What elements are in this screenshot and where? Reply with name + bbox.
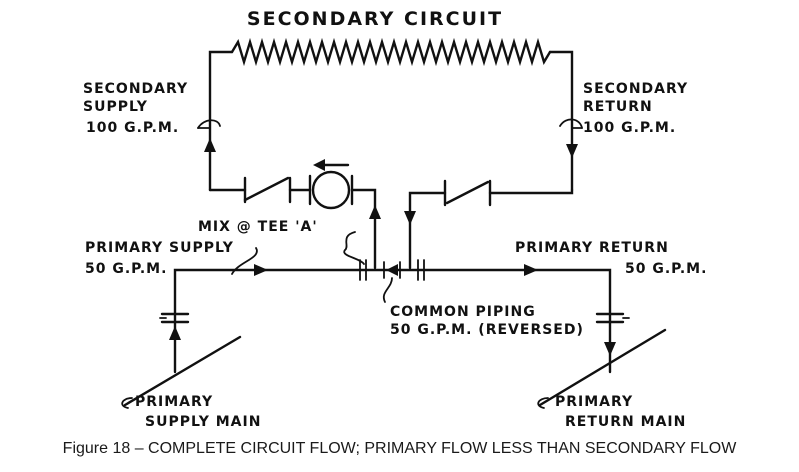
secondary-supply-line2: SUPPLY [83, 99, 148, 115]
primary-supply-main-line2: SUPPLY MAIN [145, 414, 261, 430]
common-piping-leader [382, 277, 393, 303]
flow-down-arrow-icon [604, 342, 616, 356]
heating-coil-icon [230, 37, 552, 67]
primary-supply-main-line1: PRIMARY [135, 394, 213, 410]
secondary-return-line1: SECONDARY [583, 81, 688, 97]
primary-return-label: PRIMARY RETURN [515, 240, 669, 256]
primary-return-main-line1: PRIMARY [555, 394, 633, 410]
supply-gauge-icon [197, 119, 221, 129]
balancing-valve-icon [595, 312, 630, 324]
main-tap-icon [537, 397, 549, 409]
primary-supply-leader [231, 247, 258, 275]
flow-up-arrow-icon [169, 326, 181, 340]
common-piping-fittings [359, 259, 425, 281]
common-piping-line2: 50 G.P.M. (REVERSED) [390, 322, 584, 338]
common-piping-line1: COMMON PIPING [390, 304, 536, 320]
figure-caption: Figure 18 – COMPLETE CIRCUIT FLOW; PRIMA… [62, 440, 737, 457]
main-tap-icon [121, 397, 133, 409]
flow-up-arrow-icon [369, 205, 381, 219]
mix-tee-leader [343, 231, 365, 265]
check-valve-icon [443, 179, 492, 207]
primary-return-flow: 50 G.P.M. [625, 261, 707, 277]
flow-right-arrow-icon [254, 264, 268, 276]
primary-supply-flow: 50 G.P.M. [85, 261, 167, 277]
flow-up-arrow-icon [204, 138, 216, 152]
check-valve-icon [243, 176, 292, 204]
secondary-return-flow: 100 G.P.M. [583, 120, 676, 136]
reversed-flow-arrow-icon [386, 264, 398, 276]
pump-icon [308, 170, 354, 210]
primary-return-main-line2: RETURN MAIN [565, 414, 686, 430]
pump-direction-arrow-icon [313, 159, 350, 171]
return-gauge-icon [559, 118, 583, 129]
secondary-supply-flow: 100 G.P.M. [86, 120, 179, 136]
secondary-supply-line1: SECONDARY [83, 81, 188, 97]
mix-tee-label: MIX @ TEE 'A' [198, 219, 318, 235]
secondary-return-line2: RETURN [583, 99, 653, 115]
flow-down-arrow-icon [566, 144, 578, 158]
circuit-diagram: SECONDARY CIRCUIT [83, 8, 707, 430]
flow-down-arrow-icon [404, 211, 416, 225]
primary-piping [173, 268, 612, 374]
diagram-title: SECONDARY CIRCUIT [247, 8, 503, 30]
flow-right-arrow-icon [524, 264, 538, 276]
primary-return-main-line [538, 328, 667, 407]
balancing-valve-icon [159, 312, 190, 324]
primary-supply-main-line [123, 335, 242, 407]
primary-supply-label: PRIMARY SUPPLY [85, 240, 234, 256]
